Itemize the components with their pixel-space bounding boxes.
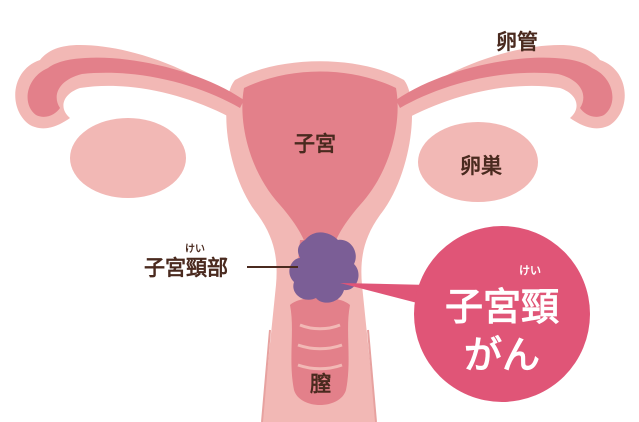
label-vagina: 膣 bbox=[310, 372, 331, 396]
label-fallopian-tube: 卵管 bbox=[496, 30, 538, 54]
callout-ruby: けい bbox=[519, 264, 541, 277]
label-cervix-ruby: けい bbox=[185, 244, 205, 255]
body-contour bbox=[261, 329, 377, 422]
uterus-inner bbox=[242, 71, 398, 250]
callout-pointer bbox=[340, 283, 430, 305]
label-cervix: 子宮頸部 bbox=[144, 256, 228, 280]
vagina-folds bbox=[297, 323, 343, 371]
vagina-inner bbox=[290, 297, 350, 405]
label-ovary: 卵巣 bbox=[460, 154, 502, 178]
fallopian-tube-inner-right bbox=[396, 57, 613, 117]
cervical-cancer-tumor bbox=[289, 232, 359, 303]
label-uterus: 子宮 bbox=[294, 132, 336, 156]
callout-title-line2: がん bbox=[463, 333, 540, 377]
ovary-right bbox=[418, 122, 538, 202]
ovary-left bbox=[70, 118, 186, 198]
callout-circle bbox=[414, 226, 590, 402]
fallopian-tube-inner bbox=[27, 57, 244, 117]
callout-title-line1: 子宮頸 bbox=[444, 285, 559, 329]
